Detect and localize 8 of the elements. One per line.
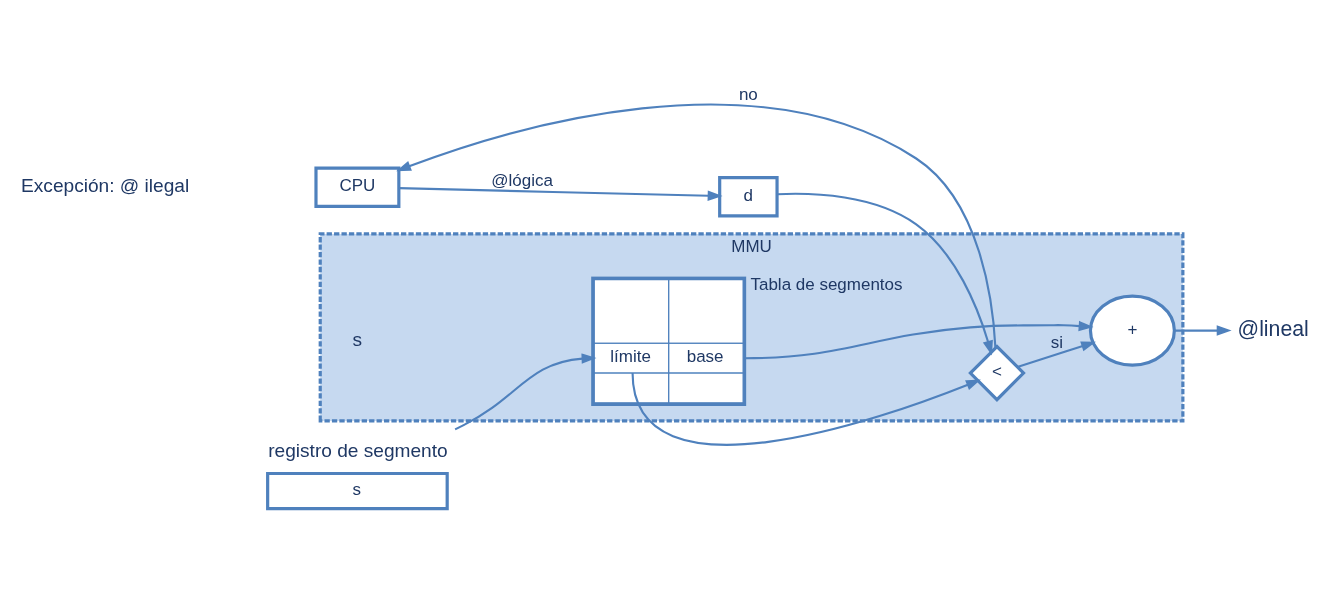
label: Excepción: @ ilegal	[21, 174, 190, 196]
node-label: Tabla de segmentos	[750, 274, 903, 294]
label: s	[352, 328, 363, 350]
node-text: @lineal	[1237, 316, 1309, 341]
edge-label: no	[738, 84, 758, 104]
edge-label: si	[1050, 332, 1064, 352]
node-label: registro de segmento	[268, 439, 448, 461]
edge-label: @lógica	[491, 170, 553, 190]
